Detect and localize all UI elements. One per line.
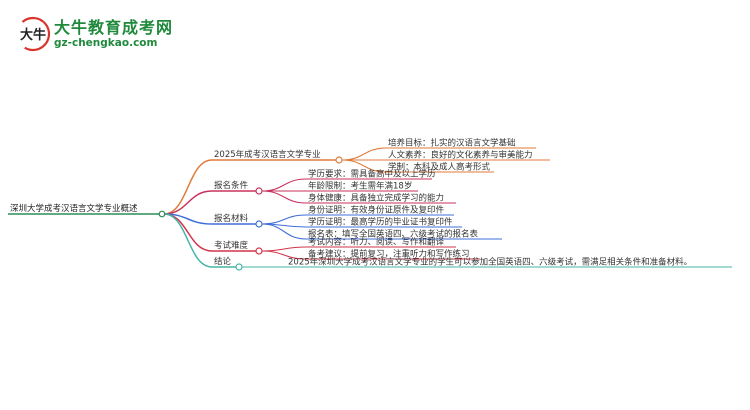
leaf-node[interactable]: 学历要求：需具备高中及以上学历 xyxy=(308,169,436,180)
site-name: 大牛教育成考网 xyxy=(54,18,174,37)
leaf-edge xyxy=(341,147,387,161)
leaf-edge xyxy=(261,246,307,252)
leaf-edge xyxy=(341,159,387,173)
leaf-edge xyxy=(261,178,307,192)
root-collapse-handle[interactable] xyxy=(158,210,166,218)
leaf-node[interactable]: 培养目标：扎实的汉语言文学基础 xyxy=(388,138,516,149)
branch-collapse-handle[interactable] xyxy=(255,247,263,255)
mind-map-edges xyxy=(8,147,732,268)
branch-collapse-handle[interactable] xyxy=(255,187,263,195)
leaf-node[interactable]: 学制：本科及成人高考形式 xyxy=(388,162,491,173)
mind-map-nodes: 深圳大学成考汉语言文学专业概述 2025年成考汉语言文学专业 培养目标：扎实的汉语言… xyxy=(10,138,692,271)
leaf-edge xyxy=(261,223,307,240)
leaf-node[interactable]: 人文素养：良好的文化素养与审美能力 xyxy=(388,150,533,161)
leaf-edge xyxy=(261,250,307,260)
leaf-node[interactable]: 身份证明：有效身份证原件及复印件 xyxy=(308,205,445,216)
logo-mark-icon: 大牛 xyxy=(15,16,51,52)
leaf-node[interactable]: 学历证明：最高学历的毕业证书复印件 xyxy=(308,217,453,228)
branch-edge xyxy=(163,159,213,215)
logo-glyph: 大牛 xyxy=(20,27,46,43)
leaf-edge xyxy=(261,190,307,204)
branch-node[interactable]: 考试难度 xyxy=(214,240,249,251)
leaf-node[interactable]: 备考建议：提前复习，注重听力和写作练习 xyxy=(308,249,470,260)
branch-collapse-handle[interactable] xyxy=(255,220,263,228)
branch-collapse-handle[interactable] xyxy=(335,156,343,164)
branch-collapse-handle[interactable] xyxy=(235,263,243,271)
branch-edge xyxy=(163,190,213,215)
branch-node[interactable]: 结论 xyxy=(214,256,232,267)
leaf-edge xyxy=(261,214,307,225)
leaf-node[interactable]: 考试内容：听力、阅读、写作和翻译 xyxy=(308,237,445,248)
branch-node[interactable]: 2025年成考汉语言文学专业 xyxy=(214,149,321,160)
leaf-node[interactable]: 报名表：填写全国英语四、六级考试的报名表 xyxy=(308,229,479,240)
site-logo[interactable]: 大牛 大牛教育成考网 gz-chengkao.com xyxy=(14,12,184,56)
branch-node[interactable]: 报名材料 xyxy=(214,213,249,224)
branch-edge xyxy=(163,213,213,268)
root-node[interactable]: 深圳大学成考汉语言文学专业概述 xyxy=(10,203,138,214)
leaf-node[interactable]: 身体健康：具备独立完成学习的能力 xyxy=(308,193,444,204)
site-url: gz-chengkao.com xyxy=(54,37,158,49)
branch-node[interactable]: 报名条件 xyxy=(214,180,249,191)
leaf-node[interactable]: 2025年深圳大学成考汉语言文学专业的学生可以参加全国英语四、六级考试，需满足相… xyxy=(288,257,692,268)
leaf-node[interactable]: 年龄限制：考生需年满18岁 xyxy=(308,181,412,192)
